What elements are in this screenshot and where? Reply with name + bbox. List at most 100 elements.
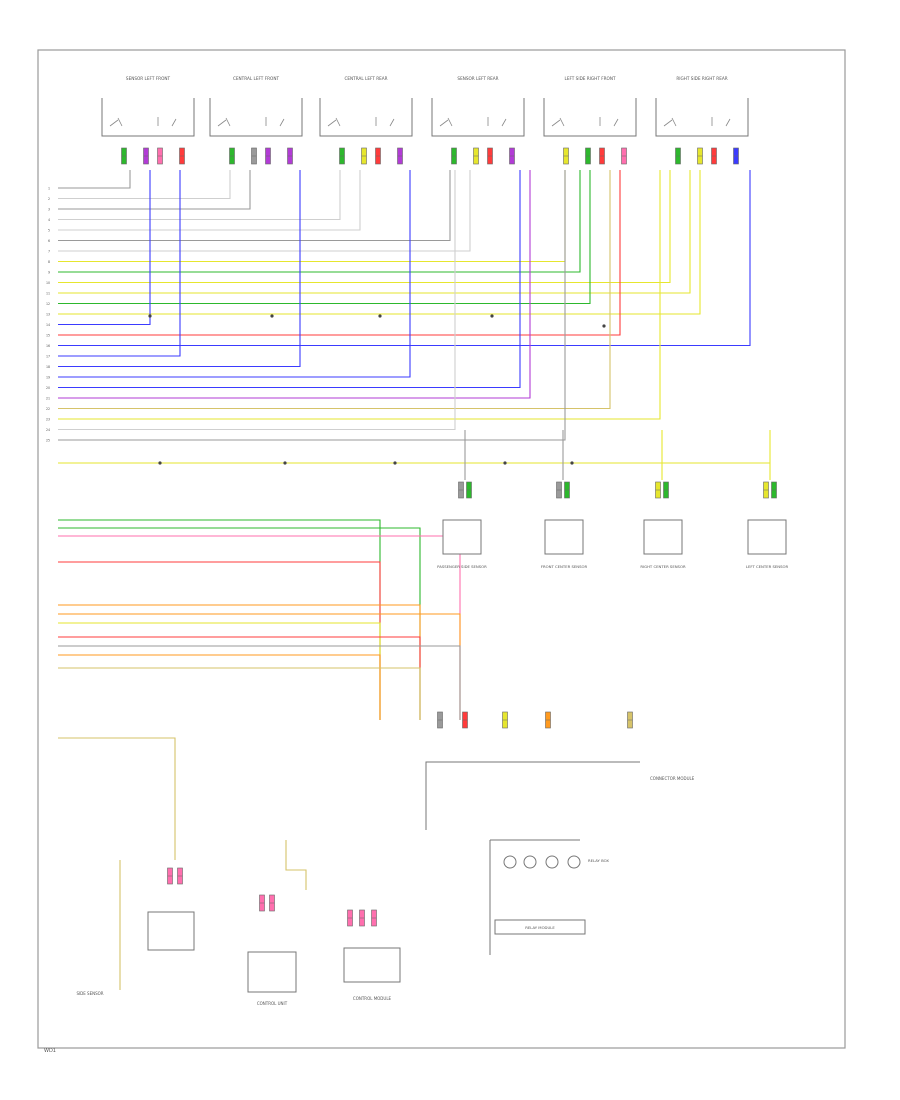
splice-dot — [503, 461, 507, 465]
switch-symbol — [327, 117, 395, 127]
bus-index: 1 — [48, 187, 50, 191]
bus-wire — [58, 170, 151, 326]
bus-wire — [58, 170, 581, 273]
label-layer: SENSOR LEFT FRONT CENTRAL LEFT FRONT CENTR… — [46, 76, 789, 1006]
relay-frame — [489, 839, 580, 955]
module-housing — [209, 98, 303, 137]
splice-dot — [270, 314, 274, 318]
bus-wire — [58, 170, 671, 284]
module-name: LEFT SIDE RIGHT FRONT — [564, 76, 615, 81]
harness-wire — [58, 613, 461, 720]
bus-wire — [58, 170, 341, 221]
bus-index: 6 — [48, 239, 50, 243]
component-label: SIDE SENSOR — [76, 991, 103, 996]
bus-wire — [58, 170, 751, 347]
component-box — [147, 911, 195, 951]
bus-index: 20 — [46, 386, 50, 390]
bus-index: 19 — [46, 376, 50, 380]
bus-wire — [58, 170, 471, 252]
relay-circle-icon — [503, 855, 517, 869]
connector-module-label: CONNECTOR MODULE — [650, 776, 695, 781]
harness-wire — [58, 654, 381, 720]
bus-index: 23 — [46, 418, 50, 422]
sensor-box — [643, 519, 683, 555]
splice-dot — [283, 461, 287, 465]
bus-index: 8 — [48, 260, 50, 264]
sensor-wire — [285, 840, 307, 890]
bus-wire — [58, 170, 531, 399]
relay-circle-icon — [523, 855, 537, 869]
bus-index: 10 — [46, 281, 50, 285]
sensor-box — [442, 519, 482, 555]
bus-index: 13 — [46, 313, 50, 317]
bus-index: 3 — [48, 208, 50, 212]
splice-dot — [393, 461, 397, 465]
bus-index: 25 — [46, 439, 50, 443]
bus-wire — [58, 170, 181, 357]
harness-wire — [58, 519, 381, 720]
module-housing — [655, 98, 749, 137]
module-name: CENTRAL LEFT REAR — [344, 76, 387, 81]
bus-index: 7 — [48, 250, 50, 254]
bus-wire — [58, 170, 231, 200]
relay-module-label: RELAY MODULE — [525, 925, 555, 930]
bus-wire — [58, 170, 456, 431]
bus-wire — [58, 170, 621, 336]
bus-wire — [58, 170, 691, 294]
module-name: CENTRAL LEFT FRONT — [233, 76, 279, 81]
bus-wire — [58, 170, 566, 441]
sensor-name: FRONT CENTER SENSOR — [541, 564, 588, 569]
module-housing — [543, 98, 637, 137]
bus-wire — [58, 170, 521, 389]
switch-symbol — [439, 117, 507, 127]
splice-dot — [378, 314, 382, 318]
bus-wire — [58, 170, 591, 305]
bus-index: 18 — [46, 365, 50, 369]
harness-wire — [58, 561, 381, 720]
relay-circle-icon — [567, 855, 581, 869]
component-label: CONTROL UNIT — [257, 1001, 288, 1006]
harness-wire — [58, 604, 421, 720]
bus-index: 12 — [46, 302, 50, 306]
bus-index: 16 — [46, 344, 50, 348]
component-box — [247, 951, 297, 993]
module-name: SENSOR LEFT REAR — [457, 76, 498, 81]
bus-wire — [58, 170, 251, 210]
bus-wire — [58, 170, 131, 189]
connector-housing — [425, 761, 640, 830]
sensor-box — [747, 519, 787, 555]
bus-index: 17 — [46, 355, 50, 359]
bus-wire — [58, 170, 411, 378]
component-box — [343, 947, 401, 983]
splice-dot — [602, 324, 606, 328]
switch-symbol — [663, 117, 731, 127]
module-housing — [431, 98, 525, 137]
sensor-name: RIGHT CENTER SENSOR — [640, 564, 686, 569]
module-name: SENSOR LEFT FRONT — [126, 76, 171, 81]
bus-index: 24 — [46, 428, 50, 432]
sensor-name: LEFT CENTER SENSOR — [746, 564, 789, 569]
footer-label: WD1 — [44, 1048, 56, 1054]
harness-wire — [58, 636, 421, 720]
switch-symbol — [551, 117, 619, 127]
bus-index: 5 — [48, 229, 50, 233]
sensor-name: PASSENGER SIDE SENSOR — [437, 564, 487, 569]
bus-wire — [58, 170, 451, 242]
splice-dot — [148, 314, 152, 318]
diagram-frame — [37, 49, 846, 1049]
module-housing — [319, 98, 413, 137]
splice-dot — [570, 461, 574, 465]
splice-dot — [158, 461, 162, 465]
module-name: RIGHT SIDE RIGHT REAR — [676, 76, 727, 81]
sensor-box — [544, 519, 584, 555]
harness-wire — [58, 527, 421, 720]
bus-index: 11 — [46, 292, 50, 296]
bus-wire — [58, 170, 611, 410]
bus-index: 22 — [46, 407, 50, 411]
wire-layer — [58, 170, 771, 990]
bus-index: 15 — [46, 334, 50, 338]
bus-index: 9 — [48, 271, 50, 275]
module-housing — [101, 98, 195, 137]
bus-index: 4 — [48, 218, 50, 222]
